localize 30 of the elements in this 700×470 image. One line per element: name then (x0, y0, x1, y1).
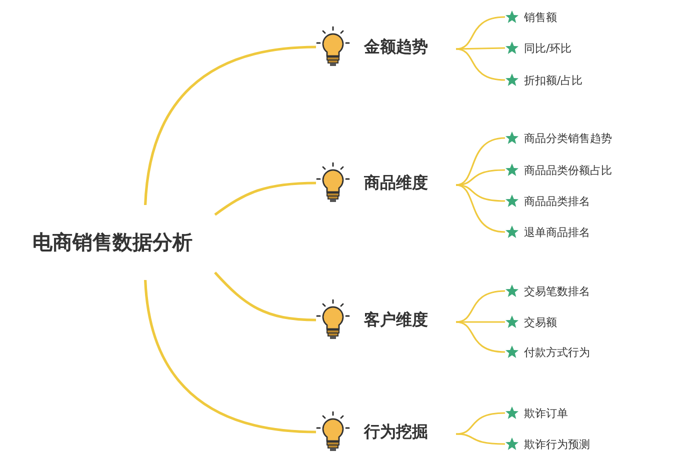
connector-line (144, 280, 316, 434)
branch-label: 金额趋势 (364, 36, 428, 58)
branch-label: 行为挖掘 (364, 422, 428, 442)
branch-label: 商品维度 (364, 172, 428, 194)
topic-title: 电商销售数据分析 (32, 229, 192, 256)
item-label: 欺诈订单 (524, 406, 568, 420)
connector-line (456, 184, 506, 202)
connector-line (456, 321, 506, 353)
item-label: 交易笔数排名 (524, 284, 590, 298)
item-label: 销售额 (524, 10, 557, 24)
connector-line (456, 169, 506, 186)
item-label: 商品品类份额占比 (524, 162, 612, 178)
connector-line (456, 412, 506, 435)
item-label: 商品分类销售趋势 (524, 130, 612, 146)
item-label: 欺诈行为预测 (524, 436, 590, 452)
item-label: 折扣额/占比 (524, 72, 583, 88)
branch-label: 客户维度 (364, 310, 428, 330)
item-label: 同比/环比 (524, 40, 572, 56)
connector-line (456, 48, 506, 81)
connector-line (214, 182, 316, 216)
item-label: 付款方式行为 (524, 344, 590, 360)
item-label: 商品品类排名 (524, 194, 590, 208)
connector-line (214, 272, 316, 322)
item-label: 交易额 (524, 314, 557, 330)
connector-line (456, 184, 506, 233)
item-label: 退单商品排名 (524, 224, 590, 240)
connector-line (456, 433, 506, 445)
connector-line (456, 321, 505, 323)
connector-line (456, 47, 506, 50)
connector-line (144, 46, 316, 206)
